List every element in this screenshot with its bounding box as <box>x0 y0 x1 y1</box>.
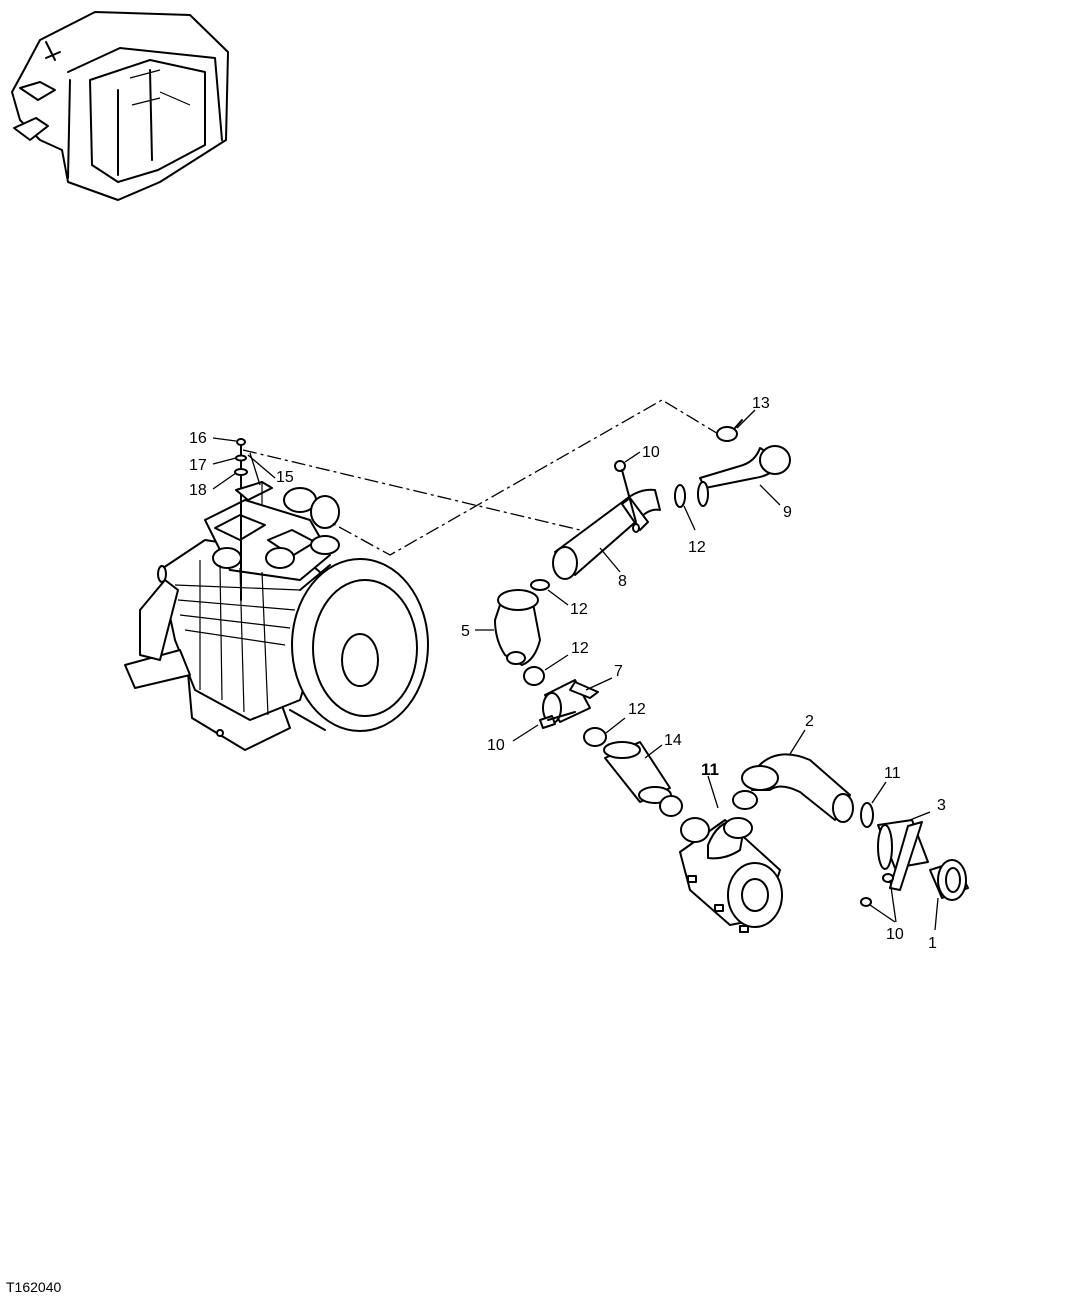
callout-12-upper: 12 <box>688 539 706 556</box>
callout-13: 13 <box>752 395 770 412</box>
clamp-13-icon <box>716 419 743 442</box>
callout-5: 5 <box>461 623 470 640</box>
callout-2: 2 <box>805 713 814 730</box>
hose-2-icon <box>741 753 854 823</box>
clamp-11c-icon <box>860 802 874 828</box>
engine-assembly <box>124 487 429 751</box>
callout-12-bottom: 12 <box>628 701 646 718</box>
bolt-10a-icon <box>614 460 637 523</box>
clamp-12a-icon <box>674 484 686 508</box>
callout-17: 17 <box>189 457 207 474</box>
clamp-12c-icon <box>523 666 545 686</box>
elbow-5-icon <box>494 589 541 666</box>
air-cleaner-icon <box>679 817 783 933</box>
washer-17-icon <box>235 454 247 462</box>
clamp-12d-icon <box>583 727 607 747</box>
callout-10-right: 10 <box>886 926 904 943</box>
callout-7: 7 <box>614 663 623 680</box>
callout-11-right: 11 <box>884 765 901 782</box>
callout-18: 18 <box>189 482 207 499</box>
washer-18-icon <box>234 468 248 476</box>
hose-9-icon <box>697 445 791 507</box>
bracket-15-icon <box>235 481 273 501</box>
tube-8-icon <box>552 488 661 580</box>
callout-1: 1 <box>928 935 937 952</box>
callout-9: 9 <box>783 504 792 521</box>
assembly-line-8 <box>242 449 581 531</box>
inlet-1-icon <box>929 859 969 901</box>
screws-10c-icon <box>860 873 894 907</box>
hose-14-icon <box>603 741 672 804</box>
leader-lines <box>212 409 939 931</box>
callout-12-lower: 12 <box>571 640 589 657</box>
callout-3: 3 <box>937 797 946 814</box>
callout-15: 15 <box>276 469 294 486</box>
bolt-16-icon <box>236 438 246 446</box>
callout-12-mid: 12 <box>570 601 588 618</box>
callout-labels: 16 17 18 15 13 10 9 12 8 12 5 12 7 12 10… <box>189 395 946 952</box>
tube-3-icon <box>877 819 929 891</box>
callout-10-top: 10 <box>642 444 660 461</box>
figure-id: T162040 <box>6 1279 61 1295</box>
callout-14: 14 <box>664 732 682 749</box>
callout-16: 16 <box>189 430 207 447</box>
callout-10-left: 10 <box>487 737 505 754</box>
clamp-11b-icon <box>732 790 758 810</box>
clamp-12b-icon <box>530 579 550 591</box>
clamp-11a-icon <box>659 795 683 817</box>
screw-10b-icon <box>539 711 576 729</box>
callout-8: 8 <box>618 573 627 590</box>
bracket-hardware <box>234 438 273 601</box>
callout-11-left: 11 <box>701 760 719 779</box>
assembly-line-13 <box>329 399 721 556</box>
excavator-cab-locator-icon <box>11 11 229 201</box>
